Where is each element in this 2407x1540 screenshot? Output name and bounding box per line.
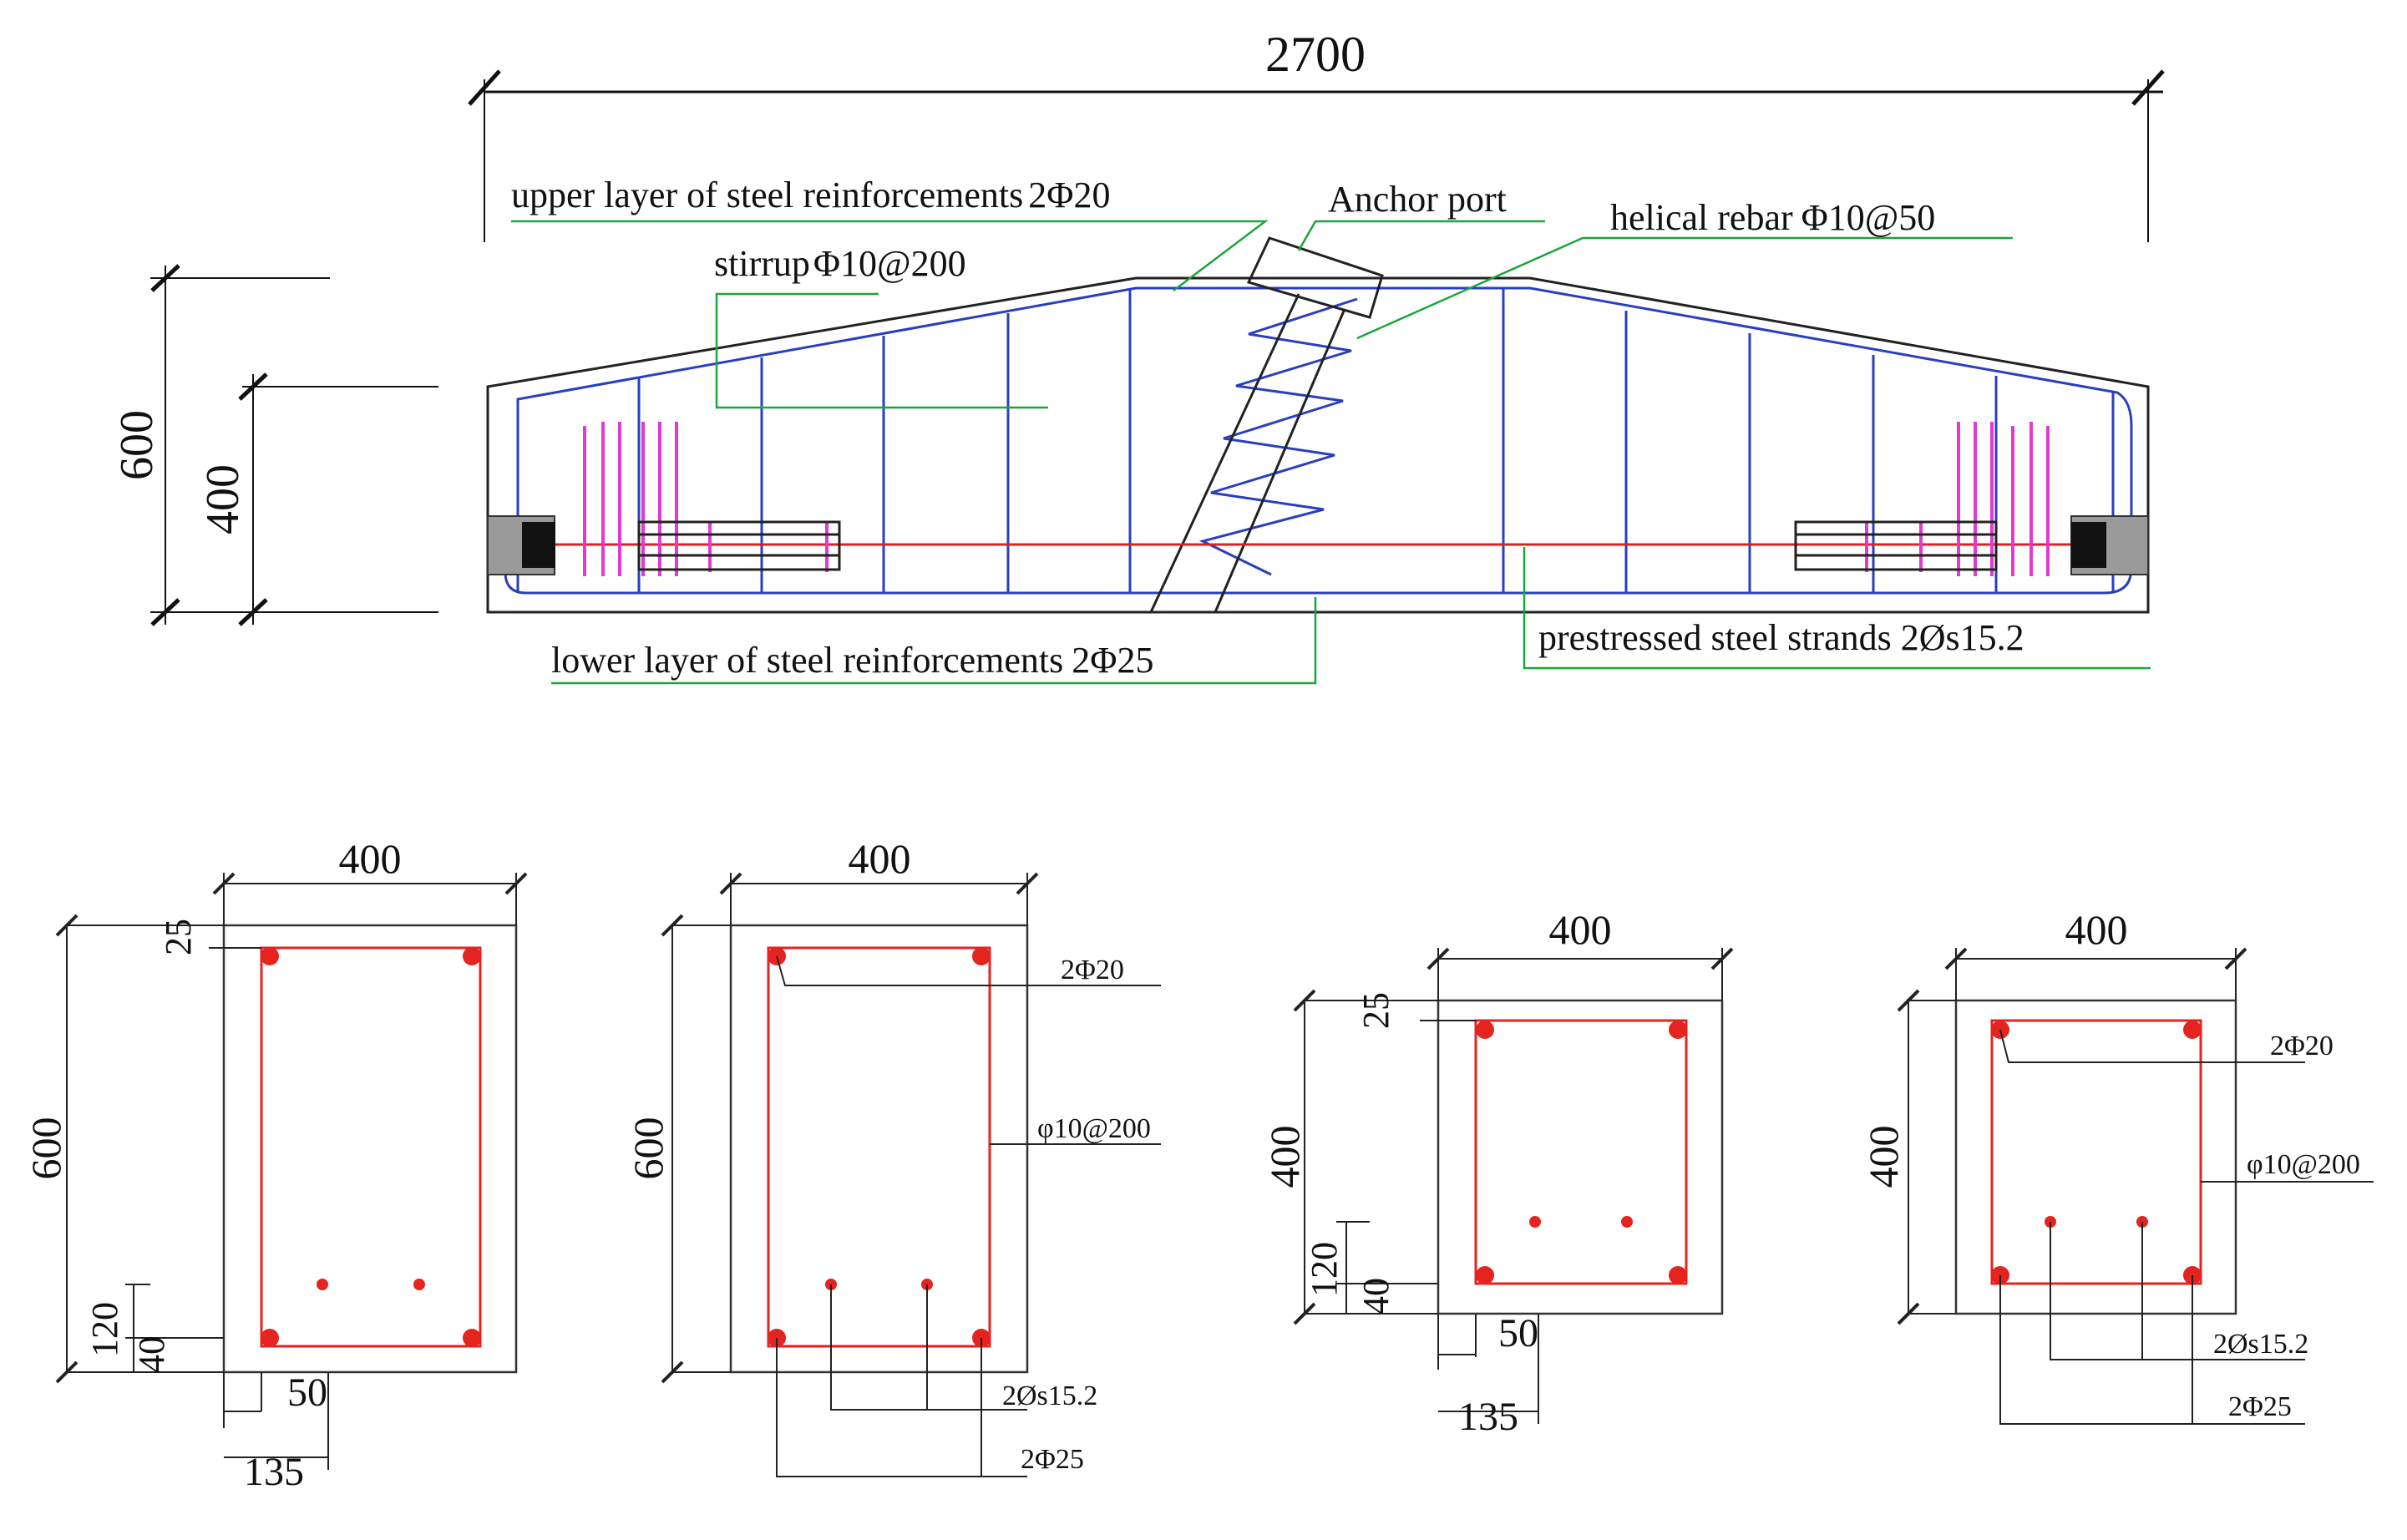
anchor-plate bbox=[1246, 236, 1384, 319]
section-height: 400 bbox=[1860, 1126, 1907, 1188]
section-outline bbox=[1954, 999, 2237, 1315]
stirrup-leader bbox=[715, 292, 1048, 409]
section-outline bbox=[222, 924, 518, 1374]
edge-offset: 50 bbox=[287, 1370, 327, 1415]
bottom-bars-label: 2Φ25 bbox=[1021, 1444, 1084, 1475]
rebar-dots bbox=[1476, 1021, 1687, 1284]
strands-label: 2Øs15.2 bbox=[1002, 1380, 1097, 1411]
strand-height: 120 bbox=[84, 1302, 125, 1357]
beam-outline bbox=[486, 276, 2150, 614]
rebar-dots bbox=[261, 947, 481, 1347]
strand-offset: 135 bbox=[1458, 1395, 1518, 1439]
strands-leader bbox=[1523, 547, 2151, 670]
top-bars-label: 2Φ20 bbox=[1061, 955, 1124, 985]
anchor-port-label: Anchor port bbox=[1328, 179, 1507, 220]
anchor-leader bbox=[1297, 220, 1545, 251]
upper-leader bbox=[511, 220, 1269, 291]
bottom-bars-label: 2Φ25 bbox=[2228, 1391, 2292, 1422]
lower-reinforcement bbox=[504, 426, 2133, 595]
dimension-lines bbox=[55, 872, 528, 1470]
cover-top: 25 bbox=[1356, 992, 1396, 1029]
stirrup-label: stirrupΦ10@200 bbox=[714, 243, 966, 284]
dimension-lines bbox=[1293, 947, 1734, 1424]
section-width: 400 bbox=[849, 835, 911, 882]
section-width: 400 bbox=[2065, 906, 2128, 953]
overall-length-dimension bbox=[468, 69, 2165, 242]
stirrup-outline bbox=[767, 946, 991, 1348]
stirrup-label: φ10@200 bbox=[2247, 1149, 2360, 1180]
leader-lines bbox=[511, 220, 2151, 685]
height-outer-label: 600 bbox=[111, 410, 163, 480]
strand-height: 120 bbox=[1304, 1242, 1345, 1297]
section-width: 400 bbox=[1549, 906, 1612, 953]
section-height: 600 bbox=[23, 1117, 69, 1180]
section-outline bbox=[1437, 999, 1724, 1315]
helical-rebar bbox=[1198, 297, 1358, 576]
lower-leader bbox=[551, 597, 1317, 685]
section-height: 400 bbox=[1261, 1126, 1308, 1188]
dimension-lines bbox=[1897, 947, 2374, 1425]
dimension-lines bbox=[661, 872, 1161, 1477]
stirrup-outline bbox=[260, 946, 482, 1348]
stirrup-outline bbox=[1474, 1019, 1688, 1285]
overall-length-label: 2700 bbox=[1265, 27, 1366, 82]
cover-top: 25 bbox=[158, 919, 199, 955]
anchor-port bbox=[1149, 236, 1384, 613]
beam-elevation: 2700 600 400 bbox=[111, 27, 2165, 685]
stirrup-label: φ10@200 bbox=[1037, 1113, 1151, 1144]
section-height: 600 bbox=[625, 1117, 671, 1180]
section-width: 400 bbox=[339, 835, 402, 882]
strands-label: prestressed steel strands 2Øs15.2 bbox=[1538, 617, 2024, 658]
cross-section-3: 400 400 25 120 40 50 135 bbox=[1261, 906, 1734, 1439]
height-dimensions bbox=[150, 264, 438, 626]
cross-section-4: 400 400 2Φ20 φ10@200 2Øs15.2 2Φ25 bbox=[1860, 906, 2374, 1425]
helical-leader bbox=[1356, 236, 2013, 340]
edge-offset: 50 bbox=[1498, 1311, 1538, 1355]
cover-bottom: 40 bbox=[131, 1336, 172, 1373]
height-inner-label: 400 bbox=[197, 464, 249, 534]
strand-offset: 135 bbox=[244, 1450, 304, 1494]
stirrup-outline bbox=[1990, 1019, 2202, 1285]
section-outline bbox=[729, 924, 1029, 1374]
end-anchorages bbox=[487, 422, 2149, 576]
cross-section-1: 400 600 25 120 40 50 135 bbox=[23, 835, 528, 1494]
cross-section-2: 400 600 2Φ20 φ10@200 2Øs15.2 2Φ25 bbox=[625, 835, 1161, 1477]
top-bars-label: 2Φ20 bbox=[2270, 1031, 2334, 1061]
rebar-dots bbox=[1991, 1021, 2202, 1284]
strands-label: 2Øs15.2 bbox=[2213, 1329, 2308, 1360]
cover-bottom: 40 bbox=[1356, 1278, 1396, 1315]
